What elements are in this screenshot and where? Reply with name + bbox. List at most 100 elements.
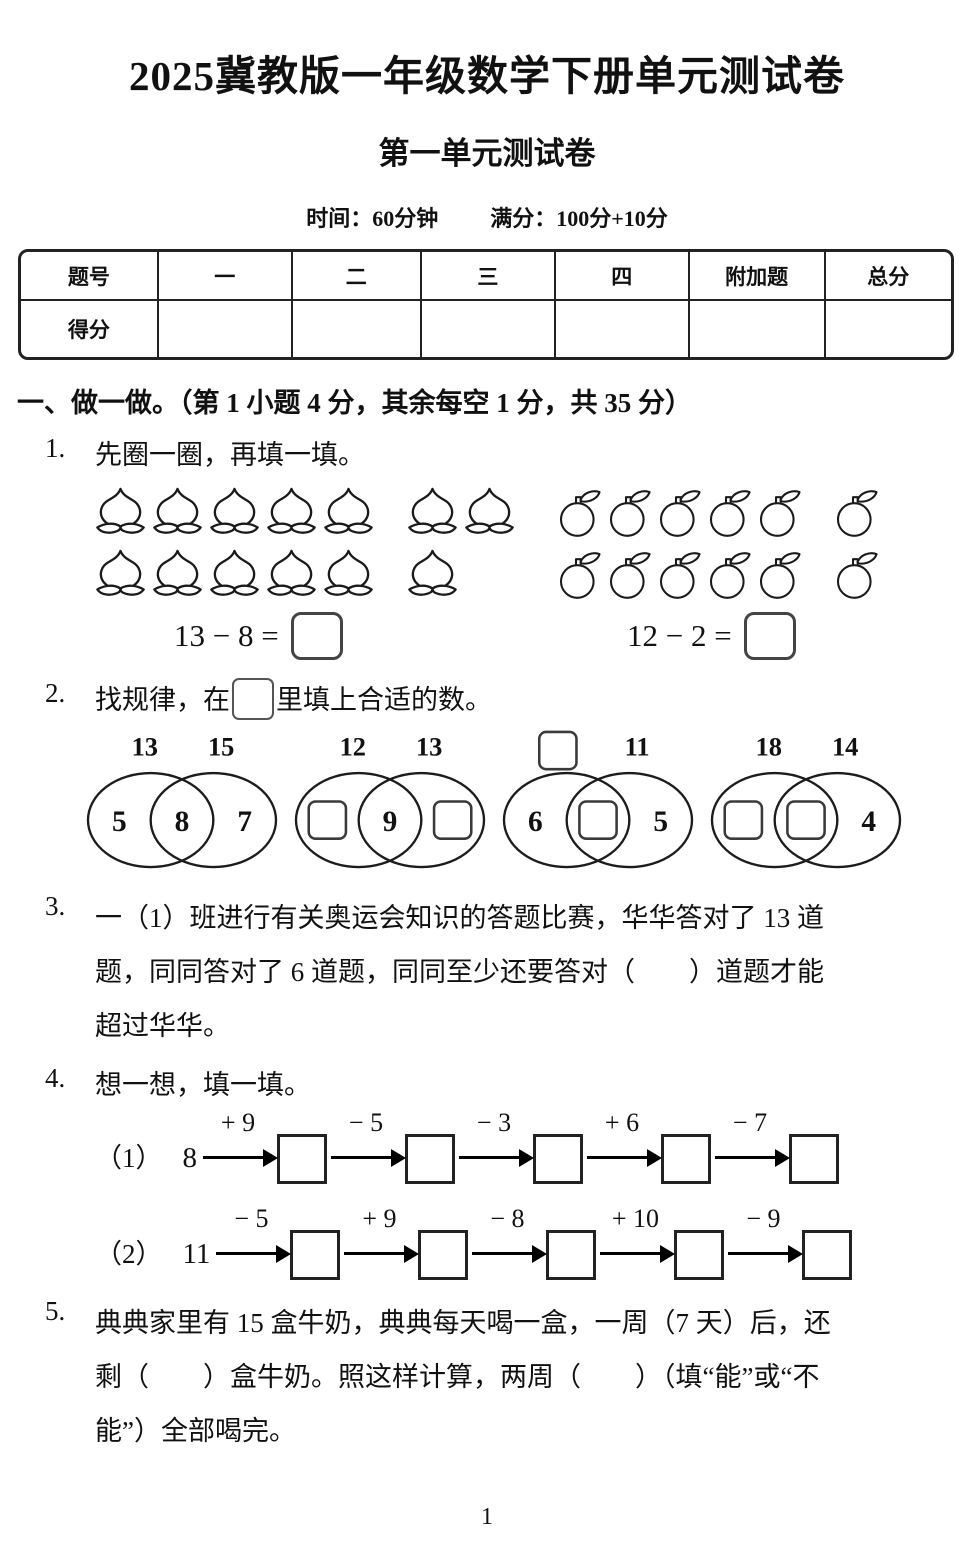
venn-circle-right <box>773 771 902 869</box>
apple-icon <box>836 490 878 537</box>
question-5-line-3: 能”）全部喝完。 <box>95 1416 296 1446</box>
question-2-text-after: 里填上合适的数。 <box>276 685 492 715</box>
exam-meta: 时间：60分钟 满分：100分+10分 <box>0 201 974 233</box>
time-limit: 时间：60分钟 <box>306 206 439 231</box>
arrow-icon <box>203 1148 278 1167</box>
score-cell[interactable] <box>553 299 688 357</box>
venn-value-right: 4 <box>861 806 876 838</box>
answer-box[interactable] <box>307 800 348 840</box>
peach-equation-text: 13 − 8 = <box>174 618 279 653</box>
question-5-number: 5. <box>45 1296 66 1326</box>
apple-icon <box>559 490 601 537</box>
score-cell[interactable] <box>823 299 951 357</box>
chain-step: − 9 <box>724 1206 804 1280</box>
venn-diagram-3: 11 6 5 <box>502 730 694 869</box>
apple-icon <box>609 552 651 599</box>
answer-box[interactable] <box>432 800 473 840</box>
unit-subtitle: 第一单元测试卷 <box>378 136 596 171</box>
peach-group <box>404 548 461 602</box>
venn-circle-right <box>149 771 278 869</box>
venn-value-left: 6 <box>528 806 543 838</box>
venn-circle-right <box>357 771 486 869</box>
peach-group <box>404 486 518 540</box>
answer-box[interactable] <box>786 800 826 840</box>
venn-value-mid: 9 <box>383 806 398 838</box>
venn-top-label: 15 <box>208 731 234 761</box>
inline-answer-box[interactable] <box>232 678 274 720</box>
apple-block: 12 − 2 = <box>555 478 909 660</box>
answer-box[interactable] <box>743 612 796 660</box>
arrow-icon <box>472 1244 548 1263</box>
venn-value-right: 5 <box>653 806 668 838</box>
score-cell[interactable] <box>419 299 554 357</box>
question-2: 2. 找规律，在里填上合适的数。 <box>0 678 974 720</box>
question-5: 5. 典典家里有 15 盒牛奶，典典每天喝一盒，一周（7 天）后，还 剩（ ）盒… <box>0 1296 974 1458</box>
chain-step: + 6 <box>583 1108 662 1184</box>
answer-box[interactable] <box>290 612 343 660</box>
chain-step: − 8 <box>468 1206 548 1280</box>
chain-start-number: 11 <box>182 1238 211 1270</box>
venn-top-label: 13 <box>132 731 158 761</box>
venn-circle-left <box>294 771 423 869</box>
peach-icon <box>408 487 457 534</box>
operation-label: − 7 <box>732 1108 768 1137</box>
score-table: 题号 一 二 三 四 附加题 总分 得分 <box>18 249 954 360</box>
arrow-icon <box>587 1148 662 1167</box>
venn-diagram-row: 13 15 5 8 7 12 13 9 11 6 5 <box>84 730 974 871</box>
operation-label: + 10 <box>611 1204 660 1233</box>
apple-icon <box>659 552 701 599</box>
score-table-header-col2: 二 <box>290 252 420 299</box>
peach-icon <box>210 487 259 534</box>
answer-box[interactable] <box>537 730 578 771</box>
operation-label: + 6 <box>604 1108 640 1137</box>
question-3-line-2: 题，同同答对了 6 道题，同同至少还要答对（ ）道题才能 <box>95 957 824 987</box>
answer-box[interactable] <box>277 1134 327 1184</box>
apple-icon <box>559 552 601 599</box>
apple-icon <box>709 490 751 537</box>
answer-box[interactable] <box>405 1134 455 1184</box>
page-title: 2025冀教版一年级数学下册单元测试卷 <box>129 53 845 99</box>
apple-icon <box>609 490 651 537</box>
question-3: 3. 一（1）班进行有关奥运会知识的答题比赛，华华答对了 13 道 题，同同答对… <box>0 891 974 1053</box>
score-cell[interactable] <box>290 299 420 357</box>
venn-value-right: 7 <box>237 806 252 838</box>
score-cell[interactable] <box>687 299 824 357</box>
score-cell[interactable] <box>156 299 291 357</box>
answer-box[interactable] <box>290 1230 341 1280</box>
answer-box[interactable] <box>789 1134 839 1184</box>
peach-group <box>92 548 377 602</box>
number-chain-2: （2）11− 5+ 9− 8+ 10− 9 <box>95 1206 974 1280</box>
score-table-header-bonus: 附加题 <box>687 252 824 299</box>
answer-box[interactable] <box>546 1230 597 1280</box>
arrow-icon <box>459 1148 534 1167</box>
answer-box[interactable] <box>578 800 618 840</box>
answer-box[interactable] <box>533 1134 583 1184</box>
apple-group <box>555 549 805 602</box>
score-table-header-total: 总分 <box>823 252 951 299</box>
score-table-header-col3: 三 <box>419 252 554 299</box>
venn-value-mid: 8 <box>175 806 190 838</box>
chain-step: − 3 <box>455 1108 534 1184</box>
operation-label: − 3 <box>476 1108 512 1137</box>
answer-box[interactable] <box>802 1230 853 1280</box>
chain-step: − 5 <box>327 1108 406 1184</box>
apple-equation-text: 12 − 2 = <box>627 618 732 653</box>
answer-box[interactable] <box>661 1134 711 1184</box>
apple-icon <box>759 552 801 599</box>
venn-circle-left <box>502 771 631 869</box>
answer-box[interactable] <box>723 800 764 840</box>
question-5-text: 典典家里有 15 盒牛奶，典典每天喝一盒，一周（7 天）后，还 剩（ ）盒牛奶。… <box>95 1296 955 1458</box>
answer-box[interactable] <box>418 1230 469 1280</box>
peach-block: 13 − 8 = <box>92 478 514 660</box>
question-5-line-1: 典典家里有 15 盒牛奶，典典每天喝一盒，一周（7 天）后，还 <box>95 1308 831 1338</box>
arrow-icon <box>715 1148 790 1167</box>
section-1-heading: 一、做一做。（第 1 小题 4 分，其余每空 1 分，共 35 分） <box>17 388 692 418</box>
question-3-line-1: 一（1）班进行有关奥运会知识的答题比赛，华华答对了 13 道 <box>95 903 824 933</box>
operation-label: − 5 <box>348 1108 384 1137</box>
peach-icon <box>153 549 202 596</box>
peach-icon <box>324 549 373 596</box>
answer-box[interactable] <box>674 1230 725 1280</box>
question-4-text: 想一想，填一填。 <box>95 1070 311 1100</box>
page-number: 1 <box>481 1504 493 1530</box>
